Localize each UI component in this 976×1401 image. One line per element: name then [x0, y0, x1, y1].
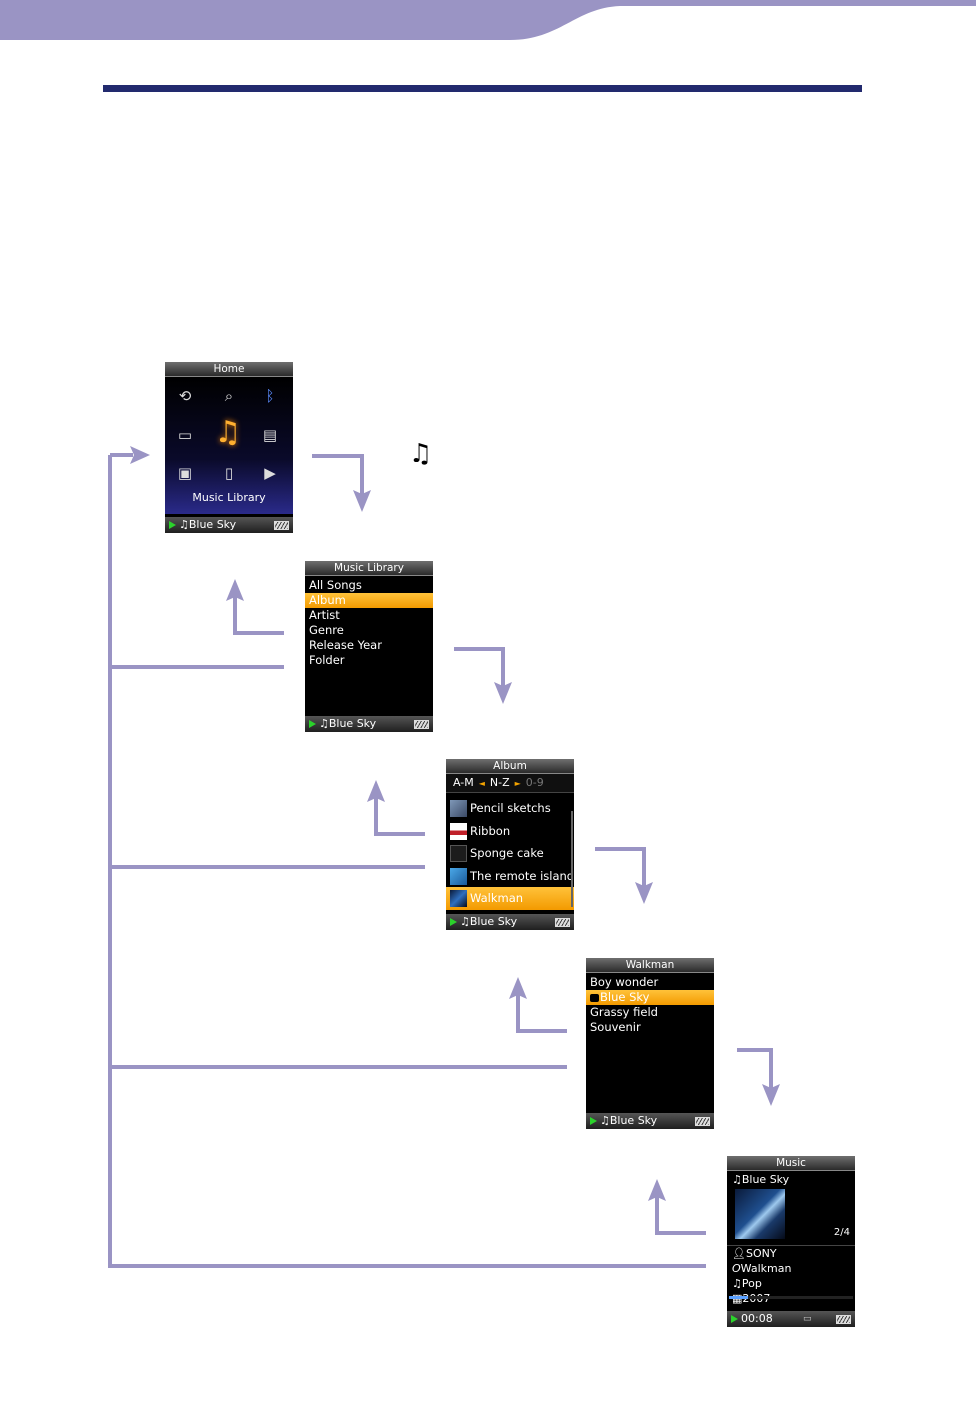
play-status-icon [590, 1117, 597, 1125]
walkman-status-bar: ♫Blue Sky [586, 1113, 714, 1129]
photo-icon[interactable]: ▭ [177, 426, 193, 444]
music-library-now-playing: ♫Blue Sky [319, 717, 377, 730]
genre-icon: ♫ [732, 1277, 742, 1290]
list-item[interactable]: Genre [309, 623, 344, 637]
album-now-playing: ♫Blue Sky [460, 915, 518, 928]
list-item[interactable]: All Songs [309, 578, 362, 592]
tab-0-9[interactable]: 0-9 [525, 776, 544, 789]
title-rule [103, 85, 862, 92]
home-selected-label: Music Library [192, 491, 266, 504]
now-playing-status-bar: 00:08 ▭ [727, 1311, 855, 1327]
song-item[interactable]: Boy wonder [590, 975, 659, 989]
home-now-playing: ♫Blue Sky [179, 518, 237, 531]
play-status-icon [731, 1315, 738, 1323]
music-library-title: Music Library [305, 561, 433, 576]
elapsed-time: 00:08 [741, 1312, 773, 1325]
intelligent-shuffle-icon[interactable]: ⟲ [178, 387, 192, 405]
video-icon[interactable]: ▤ [262, 426, 278, 444]
tab-right-arrow-icon[interactable]: ► [514, 779, 521, 788]
album-title: Album [446, 759, 574, 774]
album-icon: O [732, 1262, 741, 1275]
album-item[interactable]: Ribbon [446, 820, 574, 843]
artist-icon: 👤︎ [732, 1247, 746, 1260]
music-library-status-bar: ♫Blue Sky [305, 716, 433, 732]
song-title: ♫Blue Sky [732, 1173, 790, 1186]
list-item[interactable]: Release Year [309, 638, 382, 652]
song-item-selected[interactable]: Blue Sky [586, 990, 714, 1005]
podcast-icon[interactable]: ▯ [224, 464, 234, 482]
walkman-now-playing: ♫Blue Sky [600, 1114, 658, 1127]
scrollbar[interactable] [571, 811, 573, 907]
album-art-thumbnail [450, 867, 467, 885]
song-item[interactable]: Souvenir [590, 1020, 641, 1034]
artist-row: 👤︎SONY [732, 1247, 777, 1260]
folder-icon: ▭ [803, 1314, 812, 1324]
tab-left-arrow-icon[interactable]: ◄ [478, 779, 485, 788]
home-status-bar: ♫Blue Sky [165, 517, 293, 533]
now-playing-icon[interactable]: ▶ [264, 464, 276, 482]
album-row: OWalkman [732, 1262, 792, 1275]
play-status-icon [450, 918, 457, 926]
album-item[interactable]: Pencil sketchs [446, 797, 574, 820]
battery-icon [555, 918, 570, 927]
music-icon[interactable]: ♫ [214, 415, 242, 450]
album-item[interactable]: The remote island [446, 865, 574, 888]
now-playing-title: Music [727, 1156, 855, 1171]
battery-icon [695, 1117, 710, 1126]
playing-indicator-icon [590, 993, 599, 1002]
battery-icon [414, 720, 429, 729]
music-library-screen: Music Library All Songs Album Artist Gen… [305, 561, 433, 732]
album-item[interactable]: Sponge cake [446, 842, 574, 865]
album-index-tabs: A-M ◄ N-Z ► 0-9 [446, 774, 574, 793]
home-title: Home [165, 362, 293, 377]
battery-icon [274, 521, 289, 530]
album-art-thumbnail [450, 890, 467, 907]
genre-row: ♫Pop [732, 1277, 762, 1290]
list-item[interactable]: Artist [309, 608, 340, 622]
list-item-selected[interactable]: Album [305, 593, 433, 608]
home-screen: Home ⟲ ⌕ ᛒ ▭ ♫ ▤ ▣ ▯ ▶ Music Library ♫Bl… [165, 362, 293, 533]
page-header-tab [0, 0, 976, 40]
tab-n-z[interactable]: N-Z [489, 776, 510, 789]
playback-progress-bar[interactable] [729, 1296, 853, 1299]
album-screen: Album A-M◄N-Z►0-9 Pencil sketchs Ribbon … [446, 759, 574, 930]
album-art-thumbnail [450, 845, 467, 862]
walkman-title: Walkman [586, 958, 714, 973]
battery-icon [836, 1315, 851, 1324]
play-status-icon [169, 521, 176, 529]
list-item[interactable]: Folder [309, 653, 345, 667]
tab-a-m[interactable]: A-M [453, 776, 474, 789]
album-art-thumbnail [450, 822, 467, 840]
bluetooth-icon[interactable]: ᛒ [265, 387, 275, 405]
now-playing-screen: Music ♫Blue Sky 2/4 👤︎SONY OWalkman ♫Pop… [727, 1156, 855, 1327]
album-art-thumbnail [450, 800, 467, 817]
album-item-selected[interactable]: Walkman [446, 887, 574, 910]
progress-fill [729, 1296, 748, 1299]
search-icon[interactable]: ⌕ [224, 387, 234, 405]
settings-icon[interactable]: ▣ [177, 464, 193, 482]
song-item[interactable]: Grassy field [590, 1005, 658, 1019]
walkman-album-screen: Walkman Boy wonder Blue Sky Grassy field… [586, 958, 714, 1129]
album-status-bar: ♫Blue Sky [446, 914, 574, 930]
album-artwork [735, 1189, 785, 1239]
music-note-icon: ♫ [409, 439, 433, 469]
play-status-icon [309, 720, 316, 728]
track-counter: 2/4 [833, 1227, 850, 1238]
